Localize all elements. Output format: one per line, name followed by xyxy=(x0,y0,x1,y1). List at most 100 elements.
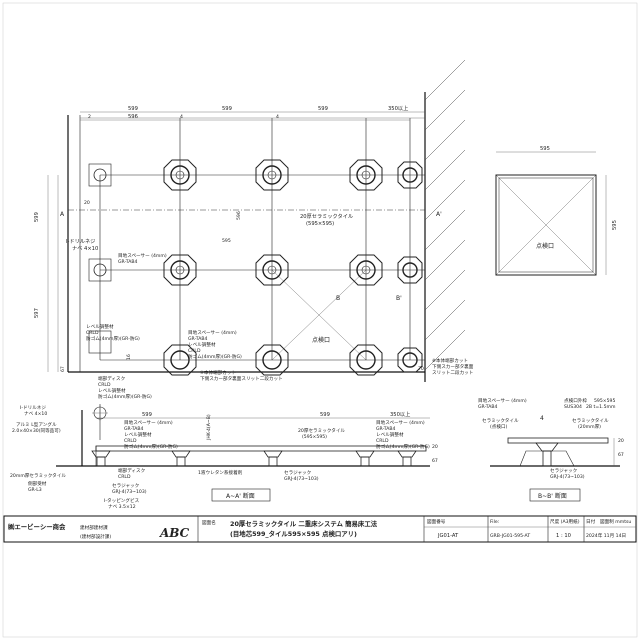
pedestal xyxy=(88,163,112,187)
sb-spacer-2: GR-TAB4 xyxy=(478,404,498,410)
sa-urethane: 1液ウレタン系接着剤 xyxy=(198,469,243,476)
plan-spacer-1b: GR-TAB4 xyxy=(118,259,138,265)
sa-spacer-1: 目地スペーサー (4mm) xyxy=(124,419,173,426)
plan-level-a-1: レベル調整材 xyxy=(86,323,114,330)
sa-angle-2: 2.0×40×30(同等品可) xyxy=(12,427,61,434)
wall-hatch xyxy=(424,59,466,382)
section-a-ht-2: 20 xyxy=(432,444,438,450)
sb-frame-4: 2B t=1.5mm xyxy=(586,404,616,410)
plan-level-b-3: 防ゴム(4mm厚)(GR-防G) xyxy=(188,353,242,360)
section-b-label: B~B' 断面 xyxy=(538,492,567,500)
section-a-left: A xyxy=(60,211,65,218)
date-value: 2024年 11月 14日 xyxy=(586,532,626,539)
dim-mid-596: 596 xyxy=(236,211,242,220)
plan-drill-screw-1: I-ドリルネジ xyxy=(66,238,95,245)
sa-end-disc-2: 端部ディスク xyxy=(118,467,145,474)
company-sub: 建材部建材課 xyxy=(80,524,108,531)
sa-jack-mid-1: セラジャック xyxy=(284,470,311,476)
detail-inspection: 点検口 xyxy=(536,242,554,250)
dim-sub-3: 4 xyxy=(276,114,279,120)
dim-left-4: 16 xyxy=(126,354,132,360)
sa-tile-mid-1: 20厚セラミックタイル xyxy=(298,427,345,434)
plan-inspection: 点検口 xyxy=(312,336,330,344)
dim-top-3: 599 xyxy=(222,106,232,112)
tile-grid xyxy=(99,118,425,361)
sa-lev-r3: 防ゴム(4mm厚)(GR-防G) xyxy=(376,443,430,450)
dim-left-1: 599 xyxy=(34,212,40,222)
sa-spacer-2: GR-TAB4 xyxy=(124,426,144,432)
drawing-no-label: 図面番号 xyxy=(427,518,446,525)
plan-level-a-2: CRLD xyxy=(86,330,99,336)
section-b-view: 4 目地スペーサー (4mm) GR-TAB4 点検口外枠 595×595 SU… xyxy=(478,397,624,502)
sb-frame-1: 点検口外枠 xyxy=(564,397,587,404)
sb-ht-1: 20 xyxy=(618,438,624,444)
section-a-label: A~A' 断面 xyxy=(226,492,255,500)
sb-tile-r1: セラミックタイル xyxy=(572,417,609,424)
section-a-height-note: JHK-4(A~B) xyxy=(206,414,212,441)
sa-jack-1: セラジャック xyxy=(112,483,139,489)
dim-left-3: 67 xyxy=(60,366,66,372)
sa-lev-3: 防ゴム(4mm厚)(GR-防G) xyxy=(124,443,178,450)
author-label: 図面制 mmtsu xyxy=(600,518,631,525)
plan-tile-label-1: 20厚セラミックタイル xyxy=(300,212,353,220)
section-a-right: A' xyxy=(436,211,442,218)
sa-tile-mid-2: (595×595) xyxy=(302,434,327,440)
plan-level-a-3: 防ゴム(4mm厚)(GR-防G) xyxy=(86,335,140,342)
sa-level-2: レベル調整材 xyxy=(98,387,126,394)
pedestal xyxy=(255,254,289,286)
sa-side-code: GR-L3 xyxy=(28,487,42,493)
section-b-right: B' xyxy=(396,295,402,302)
section-a-view: 599 599 350以上 JHK-4(A~B) 67 20 端部ディスク CR… xyxy=(10,375,438,510)
dim-sub-2: 4 xyxy=(180,114,183,120)
plan-cut-2a: ※本体端部カット xyxy=(432,357,468,364)
sb-frame-3: SUS304 xyxy=(564,404,582,410)
sa-spacer-r1: 目地スペーサー (4mm) xyxy=(376,419,425,426)
sb-jack-2: GRJ-4(73~103) xyxy=(550,474,585,480)
pedestal xyxy=(397,161,423,189)
sa-tile-20: 20mm厚セラミックタイル xyxy=(10,472,66,479)
dim-top-2: 596 xyxy=(128,114,138,120)
pedestal xyxy=(163,344,197,376)
plan-cut-1a: ※本体端部カット xyxy=(200,369,236,376)
scale-label: 尺度 (A3用紙) xyxy=(550,518,580,525)
plan-mark-70: 70 xyxy=(418,366,424,372)
sa-lev-r2: CRLD xyxy=(376,438,389,444)
plan-cut-2c: スリット二段カット xyxy=(432,369,473,376)
plan-drill-screw-2: ナベ 4×10 xyxy=(72,245,98,252)
date-label: 日付 xyxy=(586,518,596,525)
company-sub2: (建材部設計課) xyxy=(80,533,111,540)
sb-frame-2: 595×595 xyxy=(594,398,615,404)
inspection-detail: 595 595 点検口 xyxy=(495,146,618,276)
plan-level-b-1: レベル調整材 xyxy=(188,341,216,348)
top-dimensions: 599 596 599 599 350以上 2 4 4 xyxy=(80,104,425,121)
plan-tile-label-2: (595×595) xyxy=(306,221,334,227)
dim-top-1: 599 xyxy=(128,106,138,112)
plan-view: 599 596 599 599 350以上 2 4 4 599 597 67 1… xyxy=(34,59,474,382)
sa-spacer-r2: GR-TAB4 xyxy=(376,426,396,432)
section-a-dim-3: 350以上 xyxy=(390,410,410,418)
sa-drill-2: ナベ 4×10 xyxy=(24,411,47,417)
detail-dim-top: 595 xyxy=(540,146,550,152)
drawing-no: JG01-AT xyxy=(437,533,459,539)
section-pedestals xyxy=(91,450,417,467)
sb-ht-2: 67 xyxy=(618,452,624,458)
pedestal xyxy=(349,254,383,286)
pedestal xyxy=(255,159,289,191)
sa-level-3: 防ゴム(4mm厚)(GR-防G) xyxy=(98,393,152,400)
section-a-ht-1: 67 xyxy=(432,458,438,464)
sa-lev-r1: レベル調整材 xyxy=(376,431,404,438)
section-a-dim-1: 599 xyxy=(142,412,152,418)
detail-dim-side: 595 xyxy=(612,220,618,230)
drawing-title-1: 20厚セラミックタイル 二重床システム 簡易床工法 xyxy=(230,519,378,528)
pedestal xyxy=(397,347,423,373)
file-name: GRB-JG01-595-AT xyxy=(490,533,530,539)
pedestal xyxy=(397,256,423,284)
sb-spacer-1: 目地スペーサー (4mm) xyxy=(478,397,527,404)
company-logo: ABC xyxy=(159,526,190,540)
plan-spacer-2b: GR-TAB4 xyxy=(188,336,208,342)
pedestal xyxy=(255,344,289,376)
sa-lev-1: レベル調整材 xyxy=(124,431,152,438)
section-a-dim-2: 599 xyxy=(320,412,330,418)
plan-cut-1b: 下側スカー部タ裏面スリット二段カット xyxy=(200,375,283,382)
dim-mid-595: 595 xyxy=(222,238,231,244)
